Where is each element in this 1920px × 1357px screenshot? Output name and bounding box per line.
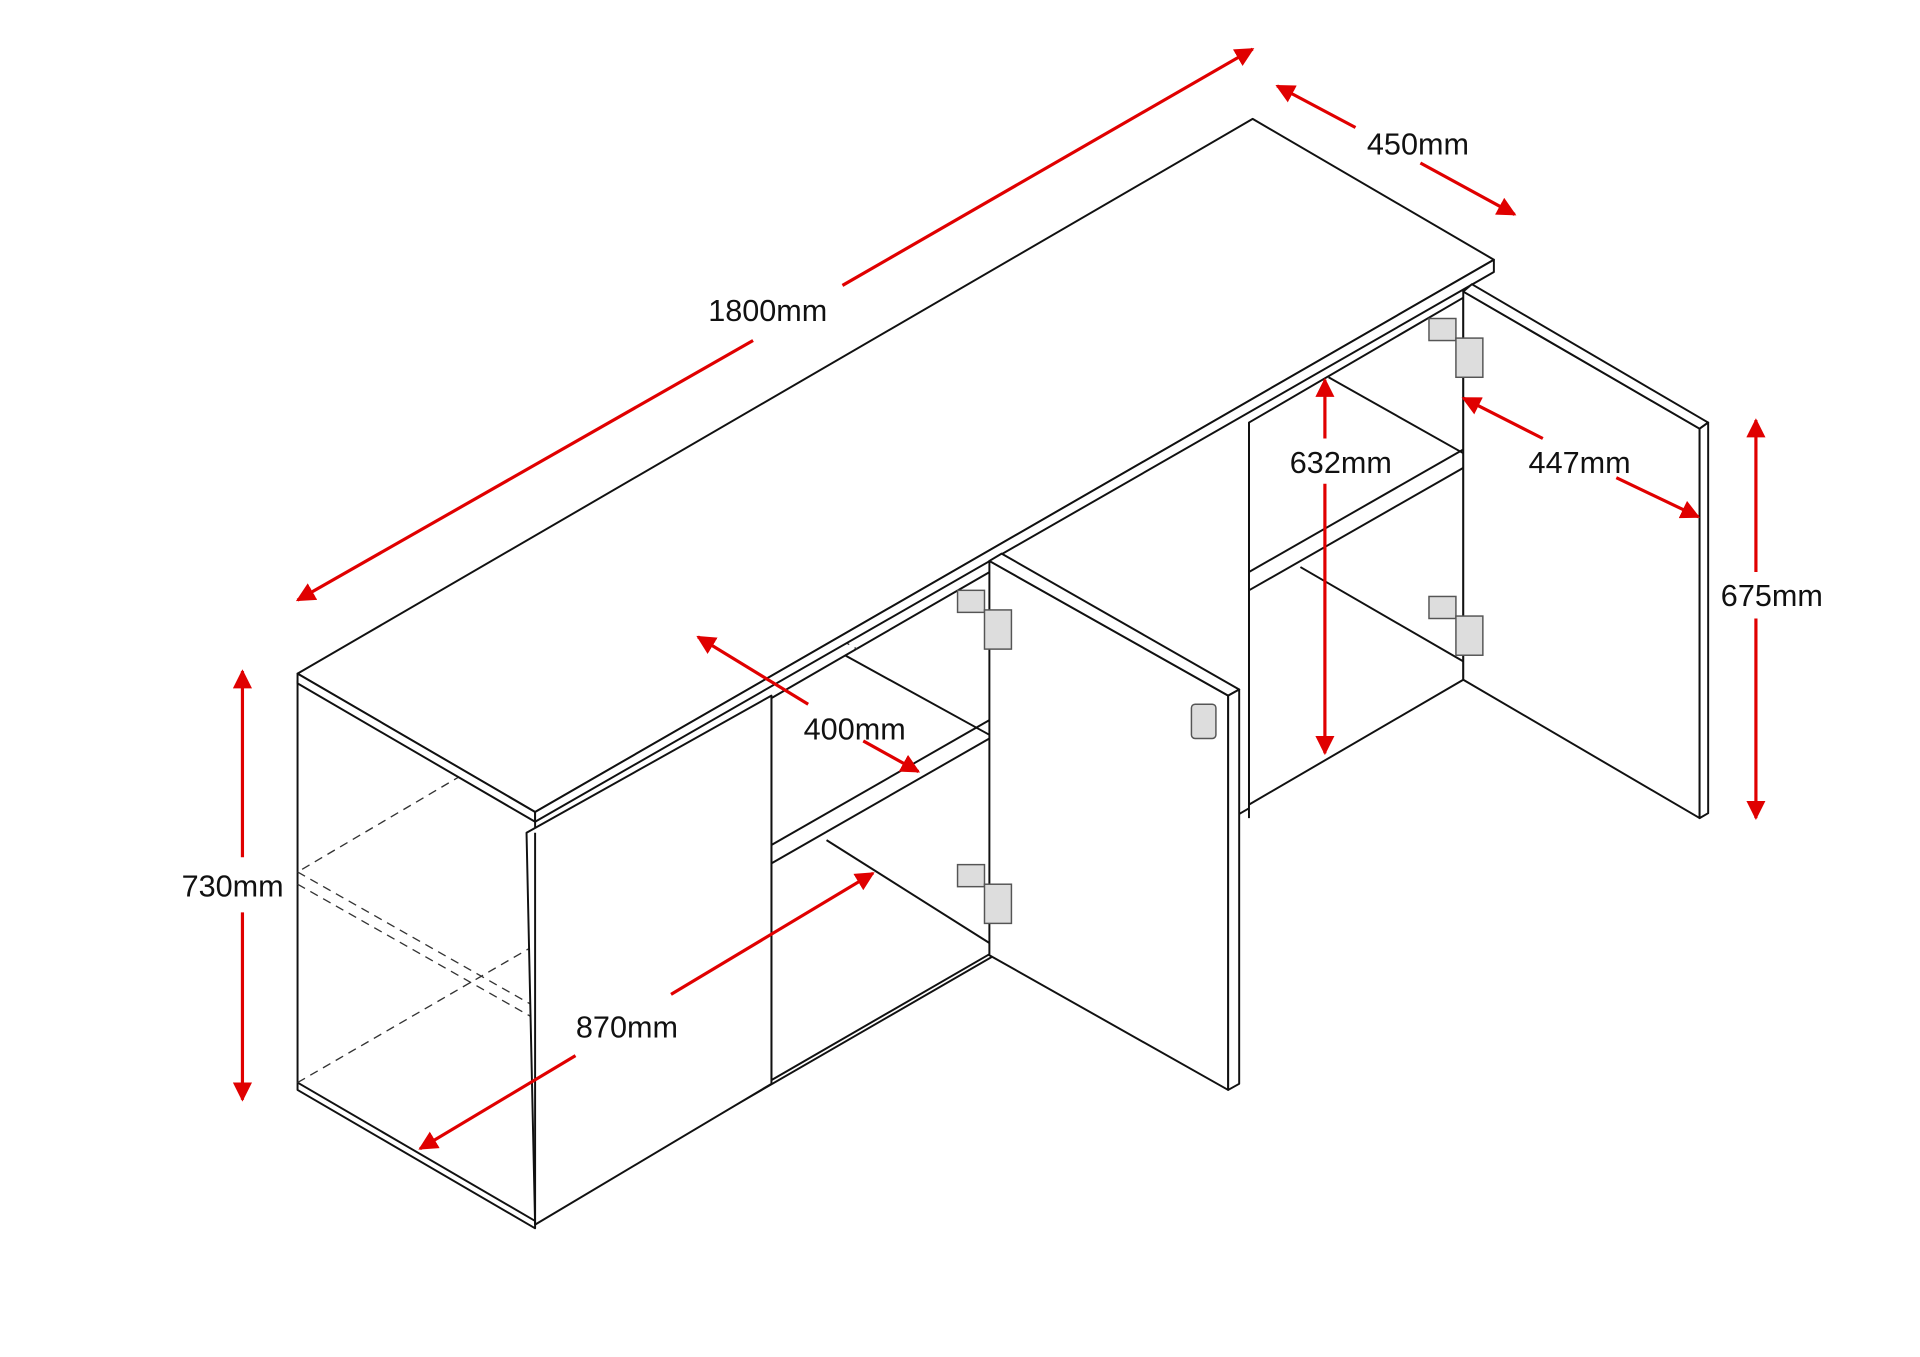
hinge-icon <box>983 883 1013 925</box>
hinge-icon <box>1455 337 1484 379</box>
svg-text:675mm: 675mm <box>1721 579 1823 613</box>
svg-text:1800mm: 1800mm <box>708 294 827 328</box>
hinge-icon <box>956 589 986 614</box>
right-shelf-front <box>1248 467 1464 592</box>
middle-back-edge <box>844 654 990 736</box>
left-door-closed <box>525 694 773 1226</box>
svg-text:870mm: 870mm <box>576 1010 678 1044</box>
middle-door-open <box>988 552 1241 1091</box>
dim-depth: 450mm <box>1275 84 1517 216</box>
right-bottom-back <box>1299 566 1464 663</box>
svg-text:450mm: 450mm <box>1367 127 1469 161</box>
hinge-icon <box>1428 595 1457 620</box>
dim-compartment-width: 870mm <box>418 871 875 1151</box>
svg-text:400mm: 400mm <box>804 713 906 747</box>
dim-inner-depth: 400mm <box>696 635 921 773</box>
top-board-side-edge <box>534 258 1495 823</box>
hinge-icon <box>1428 317 1457 342</box>
svg-text:632mm: 632mm <box>1290 446 1392 480</box>
hinge-icon <box>983 609 1013 650</box>
middle-shelf-back <box>826 839 990 944</box>
dim-height: 730mm <box>182 669 284 1102</box>
dim-inner-height: 632mm <box>1290 377 1392 756</box>
dimension-arrows: 1800mm 450mm 730mm 400mm 870mm 632mm <box>182 47 1823 1151</box>
right-door-open <box>1462 283 1710 820</box>
svg-text:447mm: 447mm <box>1529 446 1631 480</box>
door-handle-recess <box>1190 703 1217 740</box>
hinge-icon <box>956 863 986 888</box>
middle-shelf-edge <box>770 719 990 846</box>
dim-door-height: 675mm <box>1721 418 1823 821</box>
right-shelf-edge <box>1248 448 1464 573</box>
hinges <box>956 317 1484 925</box>
middle-shelf-front <box>770 737 990 865</box>
cabinet-body <box>296 117 1495 1230</box>
dim-door-width: 447mm <box>1461 396 1701 519</box>
right-back-edge <box>1328 376 1464 455</box>
dim-total-width: 1800mm <box>295 47 1255 602</box>
svg-text:730mm: 730mm <box>182 869 284 903</box>
bottom-left-edge <box>297 1081 536 1222</box>
hinge-icon <box>1455 615 1484 656</box>
